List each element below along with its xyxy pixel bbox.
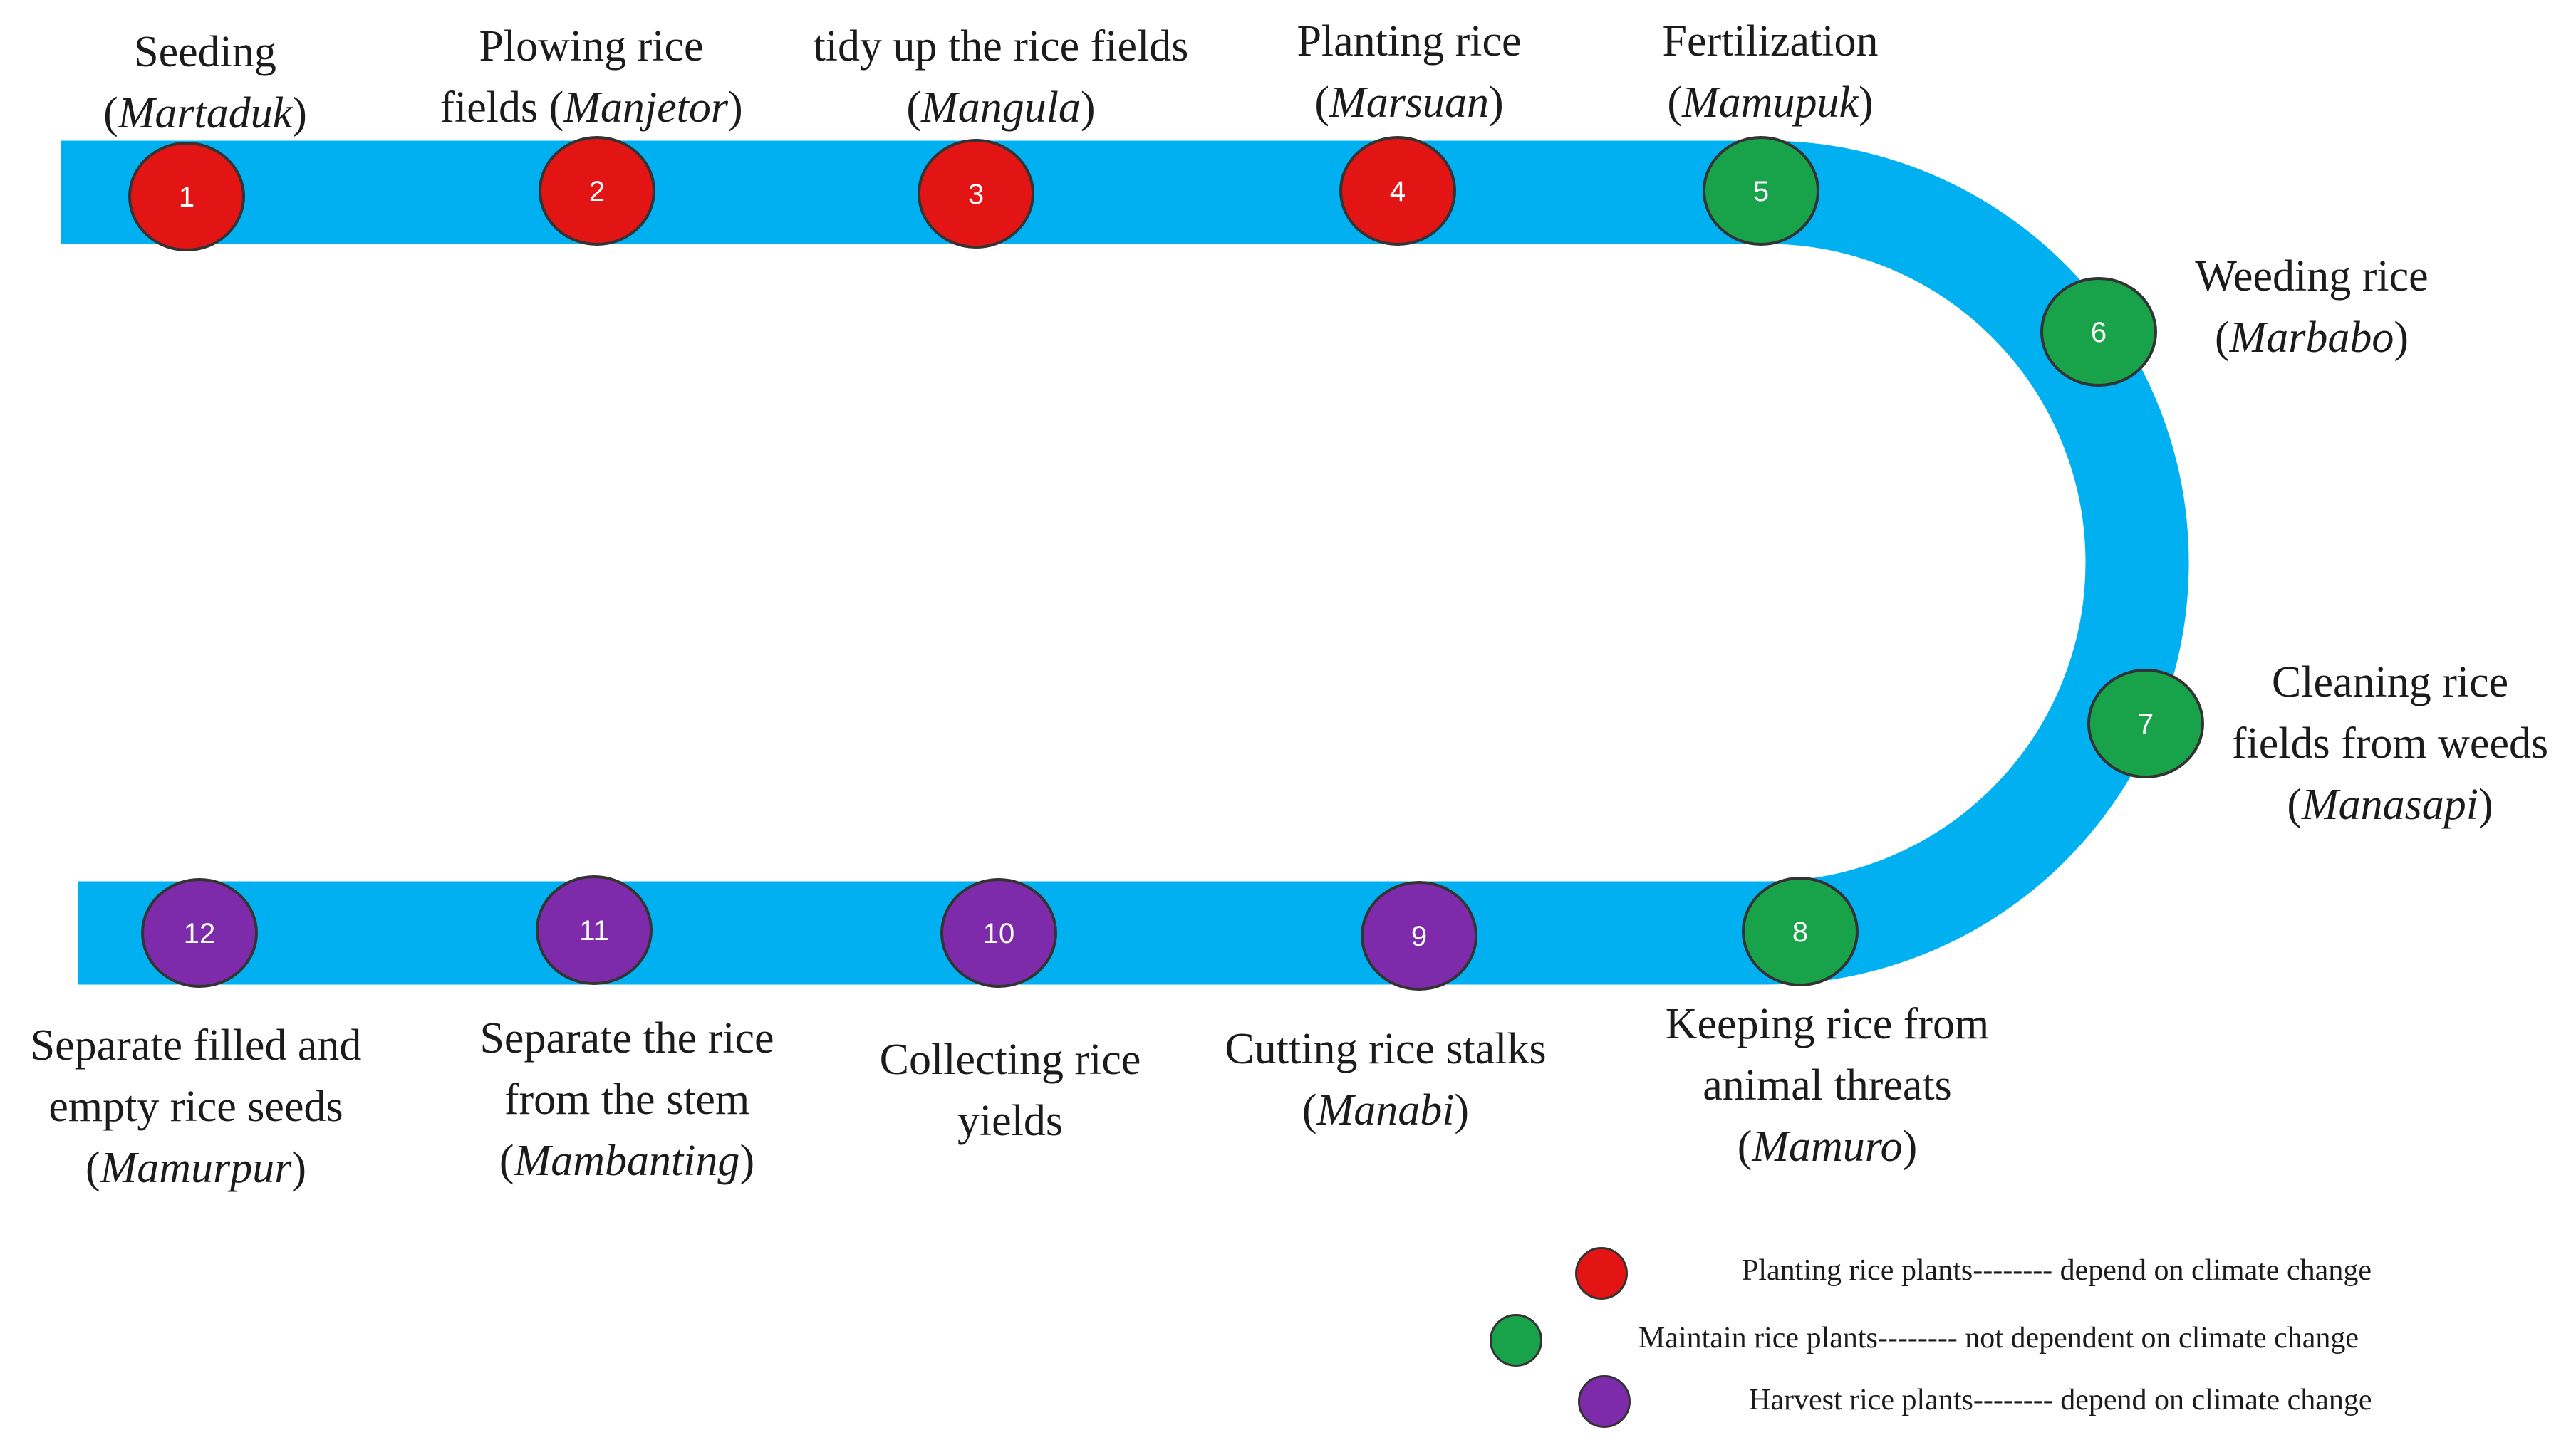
step-label-8: Keeping rice from animal threatsMamuro (1666, 993, 1989, 1177)
legend-text-planting: Planting rice plants-------- depend on c… (1742, 1254, 2372, 1287)
step-label-7: Cleaning rice fields from weedsManasapi (2232, 652, 2548, 835)
step-label-text: Separate the rice (479, 1014, 774, 1063)
step-label-text: tidy up the rice fields (813, 22, 1189, 71)
step-number-5: 5 (1753, 176, 1769, 207)
step-local-name: Mamuro (1666, 1116, 1989, 1177)
step-node-11: 11 (536, 875, 653, 985)
step-label-text: Weeding rice (2195, 252, 2429, 301)
step-number-12: 12 (184, 918, 216, 949)
step-label-2: Plowing rice fields Manjetor (440, 16, 742, 138)
step-circle-4 (1339, 136, 1456, 246)
step-node-1: 1 (128, 142, 245, 251)
step-node-8: 8 (1742, 877, 1859, 986)
step-node-9: 9 (1361, 881, 1477, 991)
step-node-3: 3 (918, 139, 1034, 249)
step-circle-6 (2040, 277, 2157, 387)
step-label-9: Cutting rice stalksManabi (1225, 1018, 1546, 1141)
step-local-name: Manabi (1225, 1080, 1546, 1141)
step-local-name: Marbabo (2195, 307, 2428, 368)
track-band (61, 140, 2189, 985)
step-label-text: Cutting rice stalks (1225, 1025, 1547, 1073)
step-label-text: Plowing rice (479, 22, 704, 71)
step-label-text: yields (957, 1097, 1064, 1145)
step-local-name: Mambanting (479, 1130, 774, 1191)
step-number-6: 6 (2091, 317, 2107, 348)
step-label-text: from the stem (504, 1075, 750, 1124)
step-number-4: 4 (1390, 176, 1406, 207)
step-label-text: animal threats (1703, 1061, 1952, 1110)
step-circle-10 (940, 878, 1057, 988)
legend-text-harvest: Harvest rice plants-------- depend on cl… (1749, 1384, 2372, 1417)
step-label-12: Separate filled and empty rice seedsMamur… (31, 1015, 362, 1199)
step-label-1: SeedingMartaduk (103, 21, 307, 144)
step-label-text: Separate filled and (30, 1021, 362, 1070)
step-circle-5 (1703, 136, 1819, 246)
step-number-2: 2 (589, 176, 605, 207)
step-label-text: Fertilization (1662, 17, 1879, 66)
step-number-7: 7 (2138, 709, 2154, 740)
step-label-text: Collecting rice (879, 1036, 1141, 1084)
step-label-5: FertilizationMamupuk (1662, 11, 1878, 133)
step-label-11: Separate the rice from the stemMambanting (479, 1008, 774, 1191)
legend-text-maintain: Maintain rice plants-------- not depende… (1638, 1322, 2359, 1355)
step-label-text: Seeding (134, 28, 276, 76)
step-number-11: 11 (579, 915, 609, 946)
step-node-4: 4 (1339, 136, 1456, 246)
legend-marker-harvest (1578, 1375, 1631, 1428)
legend-marker-planting (1575, 1247, 1628, 1300)
step-node-6: 6 (2040, 277, 2157, 387)
step-circle-11 (536, 875, 653, 985)
step-label-text: Planting rice (1297, 17, 1522, 66)
step-label-3: tidy up the rice fieldsMangula (814, 16, 1189, 138)
step-label-text: Cleaning rice (2271, 658, 2509, 706)
step-number-9: 9 (1411, 921, 1427, 952)
step-node-2: 2 (539, 136, 655, 246)
step-local-name: Marsuan (1297, 72, 1521, 133)
step-label-text: empty rice seeds (48, 1083, 343, 1131)
step-label-text-part: fields (440, 83, 549, 132)
step-local-name: Mamupuk (1662, 72, 1878, 133)
step-label-text: fields from weeds (2231, 719, 2549, 768)
step-circle-12 (141, 878, 258, 988)
step-local-name: Manjetor (549, 83, 743, 132)
step-local-name: Martaduk (103, 83, 307, 144)
step-node-10: 10 (940, 878, 1057, 988)
legend-marker-maintain (1490, 1314, 1542, 1367)
step-node-12: 12 (141, 878, 258, 988)
step-circle-8 (1742, 877, 1859, 986)
step-label-10: Collecting rice yields (880, 1029, 1141, 1152)
step-number-10: 10 (983, 918, 1015, 949)
step-label-text: Keeping rice from (1665, 1000, 1990, 1048)
step-circle-7 (2087, 669, 2204, 778)
step-label-4: Planting riceMarsuan (1297, 11, 1521, 133)
step-node-5: 5 (1703, 136, 1819, 246)
step-local-name: Manasapi (2232, 774, 2548, 835)
step-circle-9 (1361, 881, 1477, 991)
step-number-3: 3 (968, 179, 984, 210)
step-number-1: 1 (179, 182, 194, 213)
step-local-name: Mangula (814, 77, 1189, 138)
step-label-text: fields Manjetor (440, 77, 742, 138)
step-label-6: Weeding riceMarbabo (2195, 246, 2428, 368)
step-circle-3 (918, 139, 1034, 249)
step-node-7: 7 (2087, 669, 2204, 778)
step-circle-2 (539, 136, 655, 246)
step-local-name: Mamurpur (31, 1137, 362, 1199)
step-number-8: 8 (1792, 917, 1808, 948)
